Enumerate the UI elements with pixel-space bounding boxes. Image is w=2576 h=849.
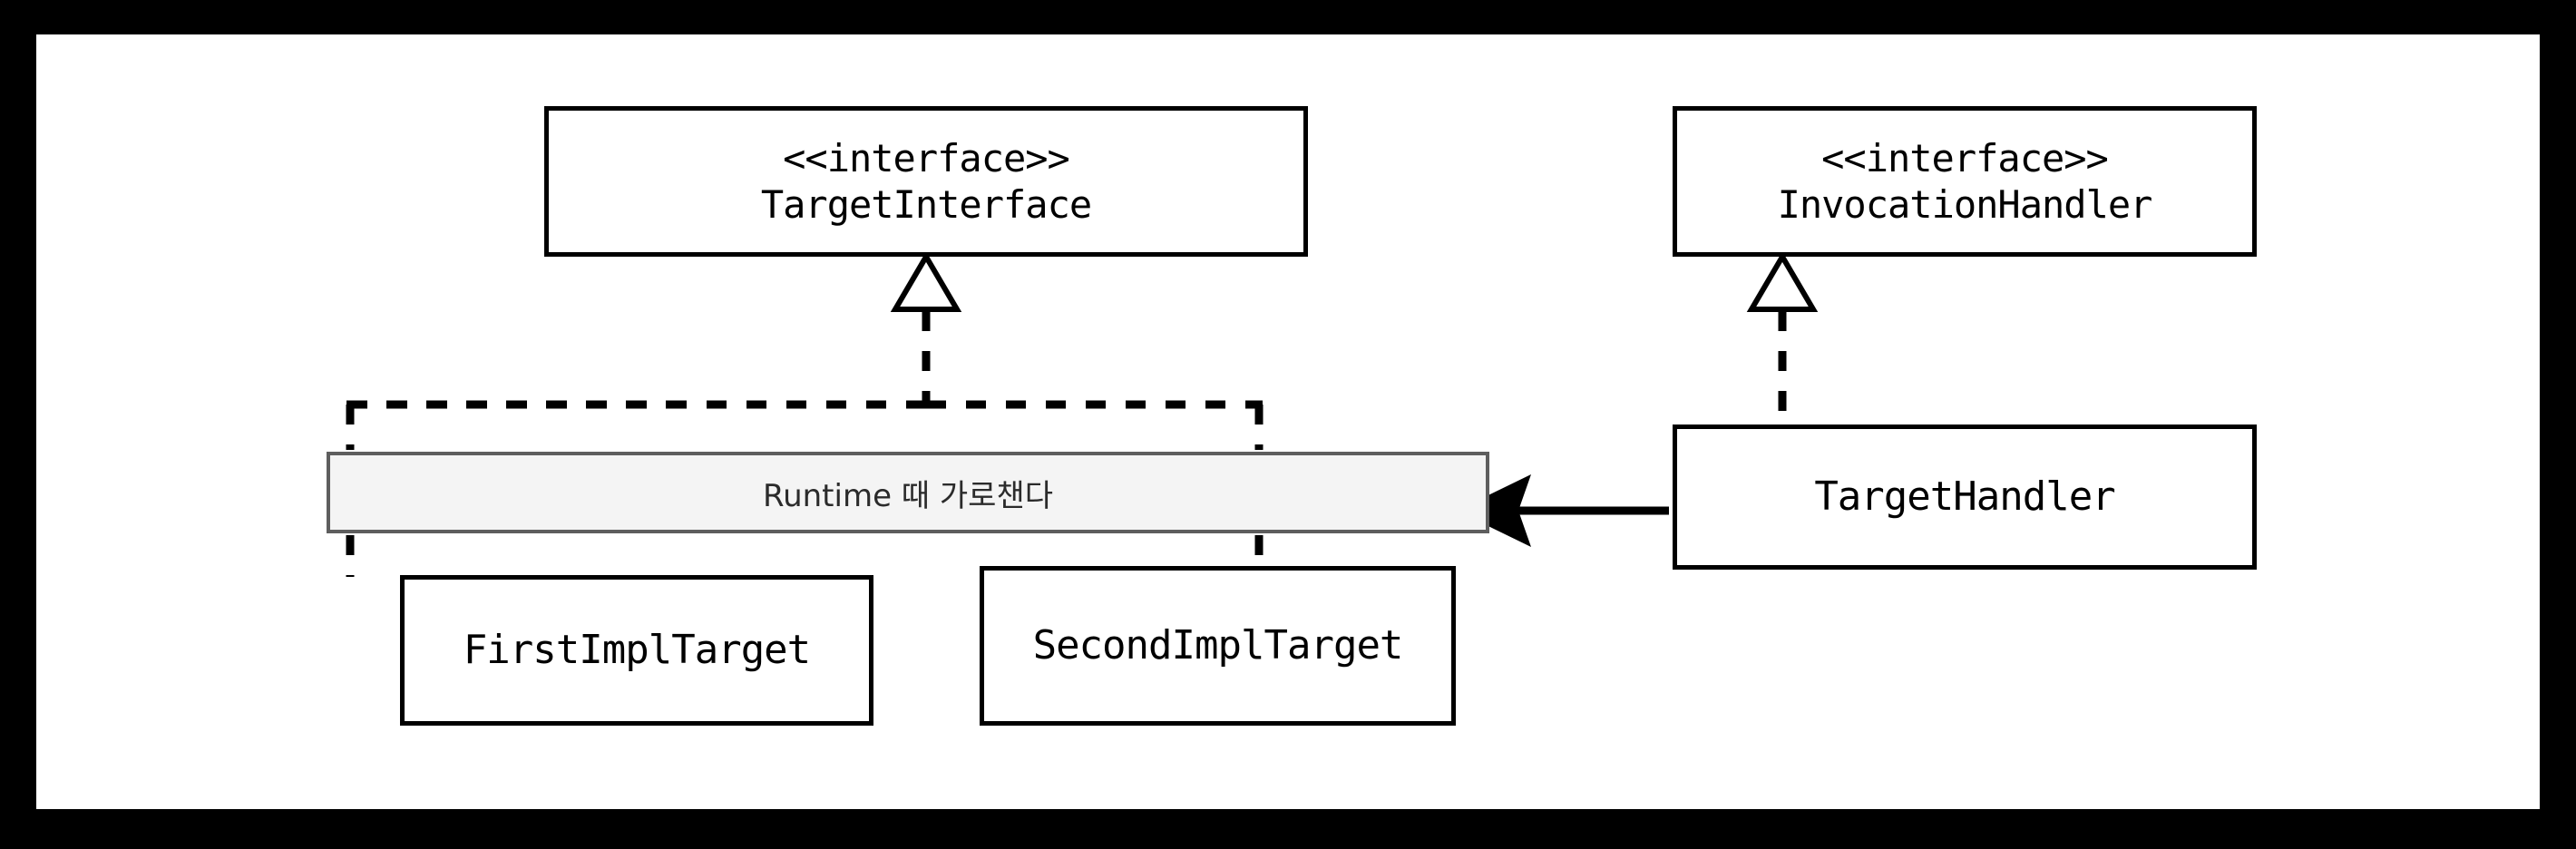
class-box-target-handler[interactable]: TargetHandler [1673, 424, 2257, 570]
class-name-label: SecondImplTarget [1032, 622, 1404, 669]
hollow-triangle-icon [890, 251, 962, 312]
class-box-first-impl-target[interactable]: FirstImplTarget [400, 575, 873, 726]
stereotype-label: <<interface>> [783, 135, 1070, 181]
class-box-invocation-handler[interactable]: <<interface>> InvocationHandler [1673, 106, 2257, 257]
stereotype-label: <<interface>> [1821, 135, 2109, 181]
class-box-second-impl-target[interactable]: SecondImplTarget [980, 566, 1456, 726]
class-name-label: TargetInterface [760, 182, 1092, 227]
class-name-label: TargetHandler [1814, 473, 2115, 521]
class-name-label: FirstImplTarget [463, 627, 811, 674]
note-text: Runtime 때 가로챈다 [762, 477, 1054, 514]
class-name-label: InvocationHandler [1777, 182, 2153, 227]
class-box-target-interface[interactable]: <<interface>> TargetInterface [544, 106, 1308, 257]
hollow-triangle-icon [1746, 251, 1819, 312]
realization-edge-invocation-handler [1746, 251, 1819, 424]
note-box-runtime-intercept[interactable]: Runtime 때 가로챈다 [327, 452, 1489, 533]
diagram-surface: <<interface>> TargetInterface <<interfac… [36, 34, 2540, 809]
